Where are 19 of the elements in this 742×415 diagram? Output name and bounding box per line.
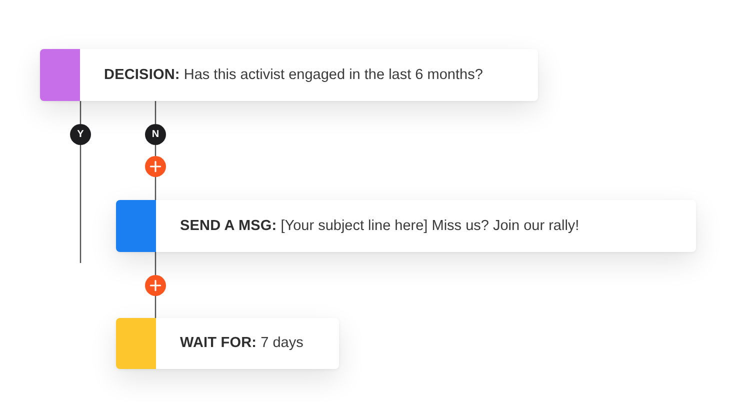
connector-line <box>154 296 156 318</box>
step-card <box>116 200 696 252</box>
step-text: WAIT FOR: 7 days <box>180 334 304 353</box>
add-step-icon <box>145 156 166 177</box>
branch-label: Y <box>77 130 84 140</box>
connector-line <box>80 145 82 263</box>
step-card <box>116 318 339 369</box>
step-text: DECISION: Has this activist engaged in the last 6 months? <box>104 66 483 84</box>
connector-line <box>80 101 82 124</box>
branch-circle <box>145 124 166 145</box>
decision-card <box>40 49 538 101</box>
connector-line <box>154 177 156 200</box>
add-step-icon <box>145 275 166 296</box>
connector-line <box>154 145 156 156</box>
step-text: SEND A MSG: [Your subject line here] Miss us? Join our rally! <box>180 216 580 236</box>
branch-label: N <box>152 130 160 140</box>
branch-circle <box>70 124 91 145</box>
connector-line <box>154 252 156 275</box>
connector-line <box>154 101 156 124</box>
